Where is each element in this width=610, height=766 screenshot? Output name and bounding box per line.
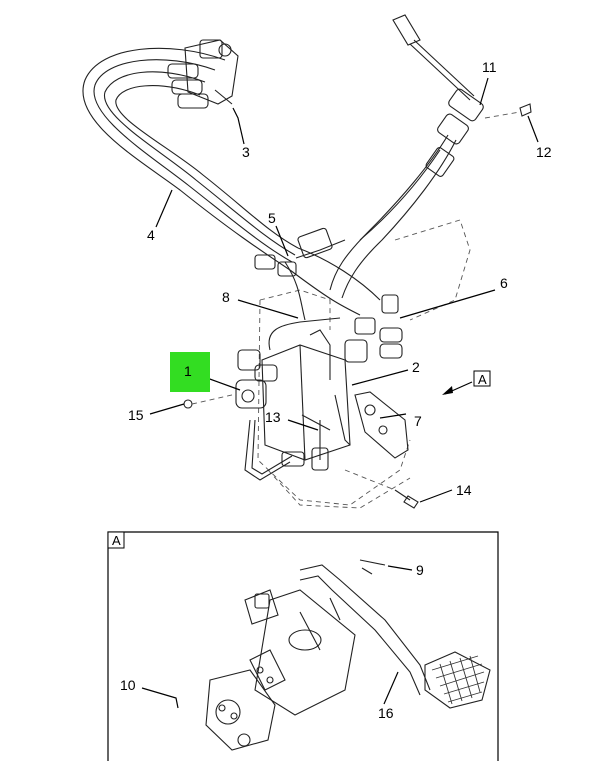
bracket-outline-lower: [267, 469, 411, 509]
callout-9[interactable]: 9: [416, 562, 424, 578]
detail-valve-assembly: [205, 559, 386, 751]
callout-14[interactable]: 14: [456, 482, 472, 498]
connector-5: [254, 227, 333, 277]
screw-15: [183, 393, 237, 409]
valve-body: [235, 317, 351, 481]
callout-7[interactable]: 7: [414, 413, 422, 429]
brake-pedal: [299, 564, 491, 709]
leader-9: [387, 565, 413, 571]
fittings-6: [344, 294, 403, 363]
main-assembly: A: [82, 14, 532, 509]
leader-16: [383, 671, 399, 705]
callout-8[interactable]: 8: [222, 289, 230, 305]
lever-handle: [329, 14, 484, 299]
detail-a-frame: [107, 531, 499, 761]
callout-11[interactable]: 11: [482, 59, 497, 75]
screw-12: [484, 103, 532, 119]
callout-1[interactable]: 1: [184, 363, 192, 379]
view-a-marker: A: [442, 370, 491, 395]
bracket-outline-right: [394, 219, 471, 321]
leader-10: [141, 687, 179, 709]
view-marker-label: A: [478, 372, 487, 387]
top-fitting-assembly: [167, 39, 239, 109]
detail-a-tag: [107, 531, 125, 549]
callout-13[interactable]: 13: [265, 409, 281, 425]
callout-15[interactable]: 15: [128, 407, 144, 423]
callout-3[interactable]: 3: [242, 144, 250, 160]
callout-6[interactable]: 6: [500, 275, 508, 291]
callout-10[interactable]: 10: [120, 677, 136, 693]
callout-5[interactable]: 5: [268, 210, 276, 226]
detail-a: A: [107, 531, 499, 761]
callout-12[interactable]: 12: [536, 144, 552, 160]
callout-2[interactable]: 2: [412, 359, 420, 375]
pedal-bracket-7: [334, 391, 409, 459]
callout-16[interactable]: 16: [378, 705, 394, 721]
detail-a-label: A: [112, 533, 121, 548]
mounting-plate-outline: [257, 289, 411, 506]
callout-1-highlight[interactable]: [170, 352, 210, 392]
hose-bundle: [82, 47, 381, 321]
leader-lines: [149, 77, 539, 503]
callouts-main: 1 2 3 4 5 6 7 8 11 12 13 14 15: [128, 59, 552, 498]
bolt-14: [344, 469, 419, 509]
callout-4[interactable]: 4: [147, 227, 155, 243]
